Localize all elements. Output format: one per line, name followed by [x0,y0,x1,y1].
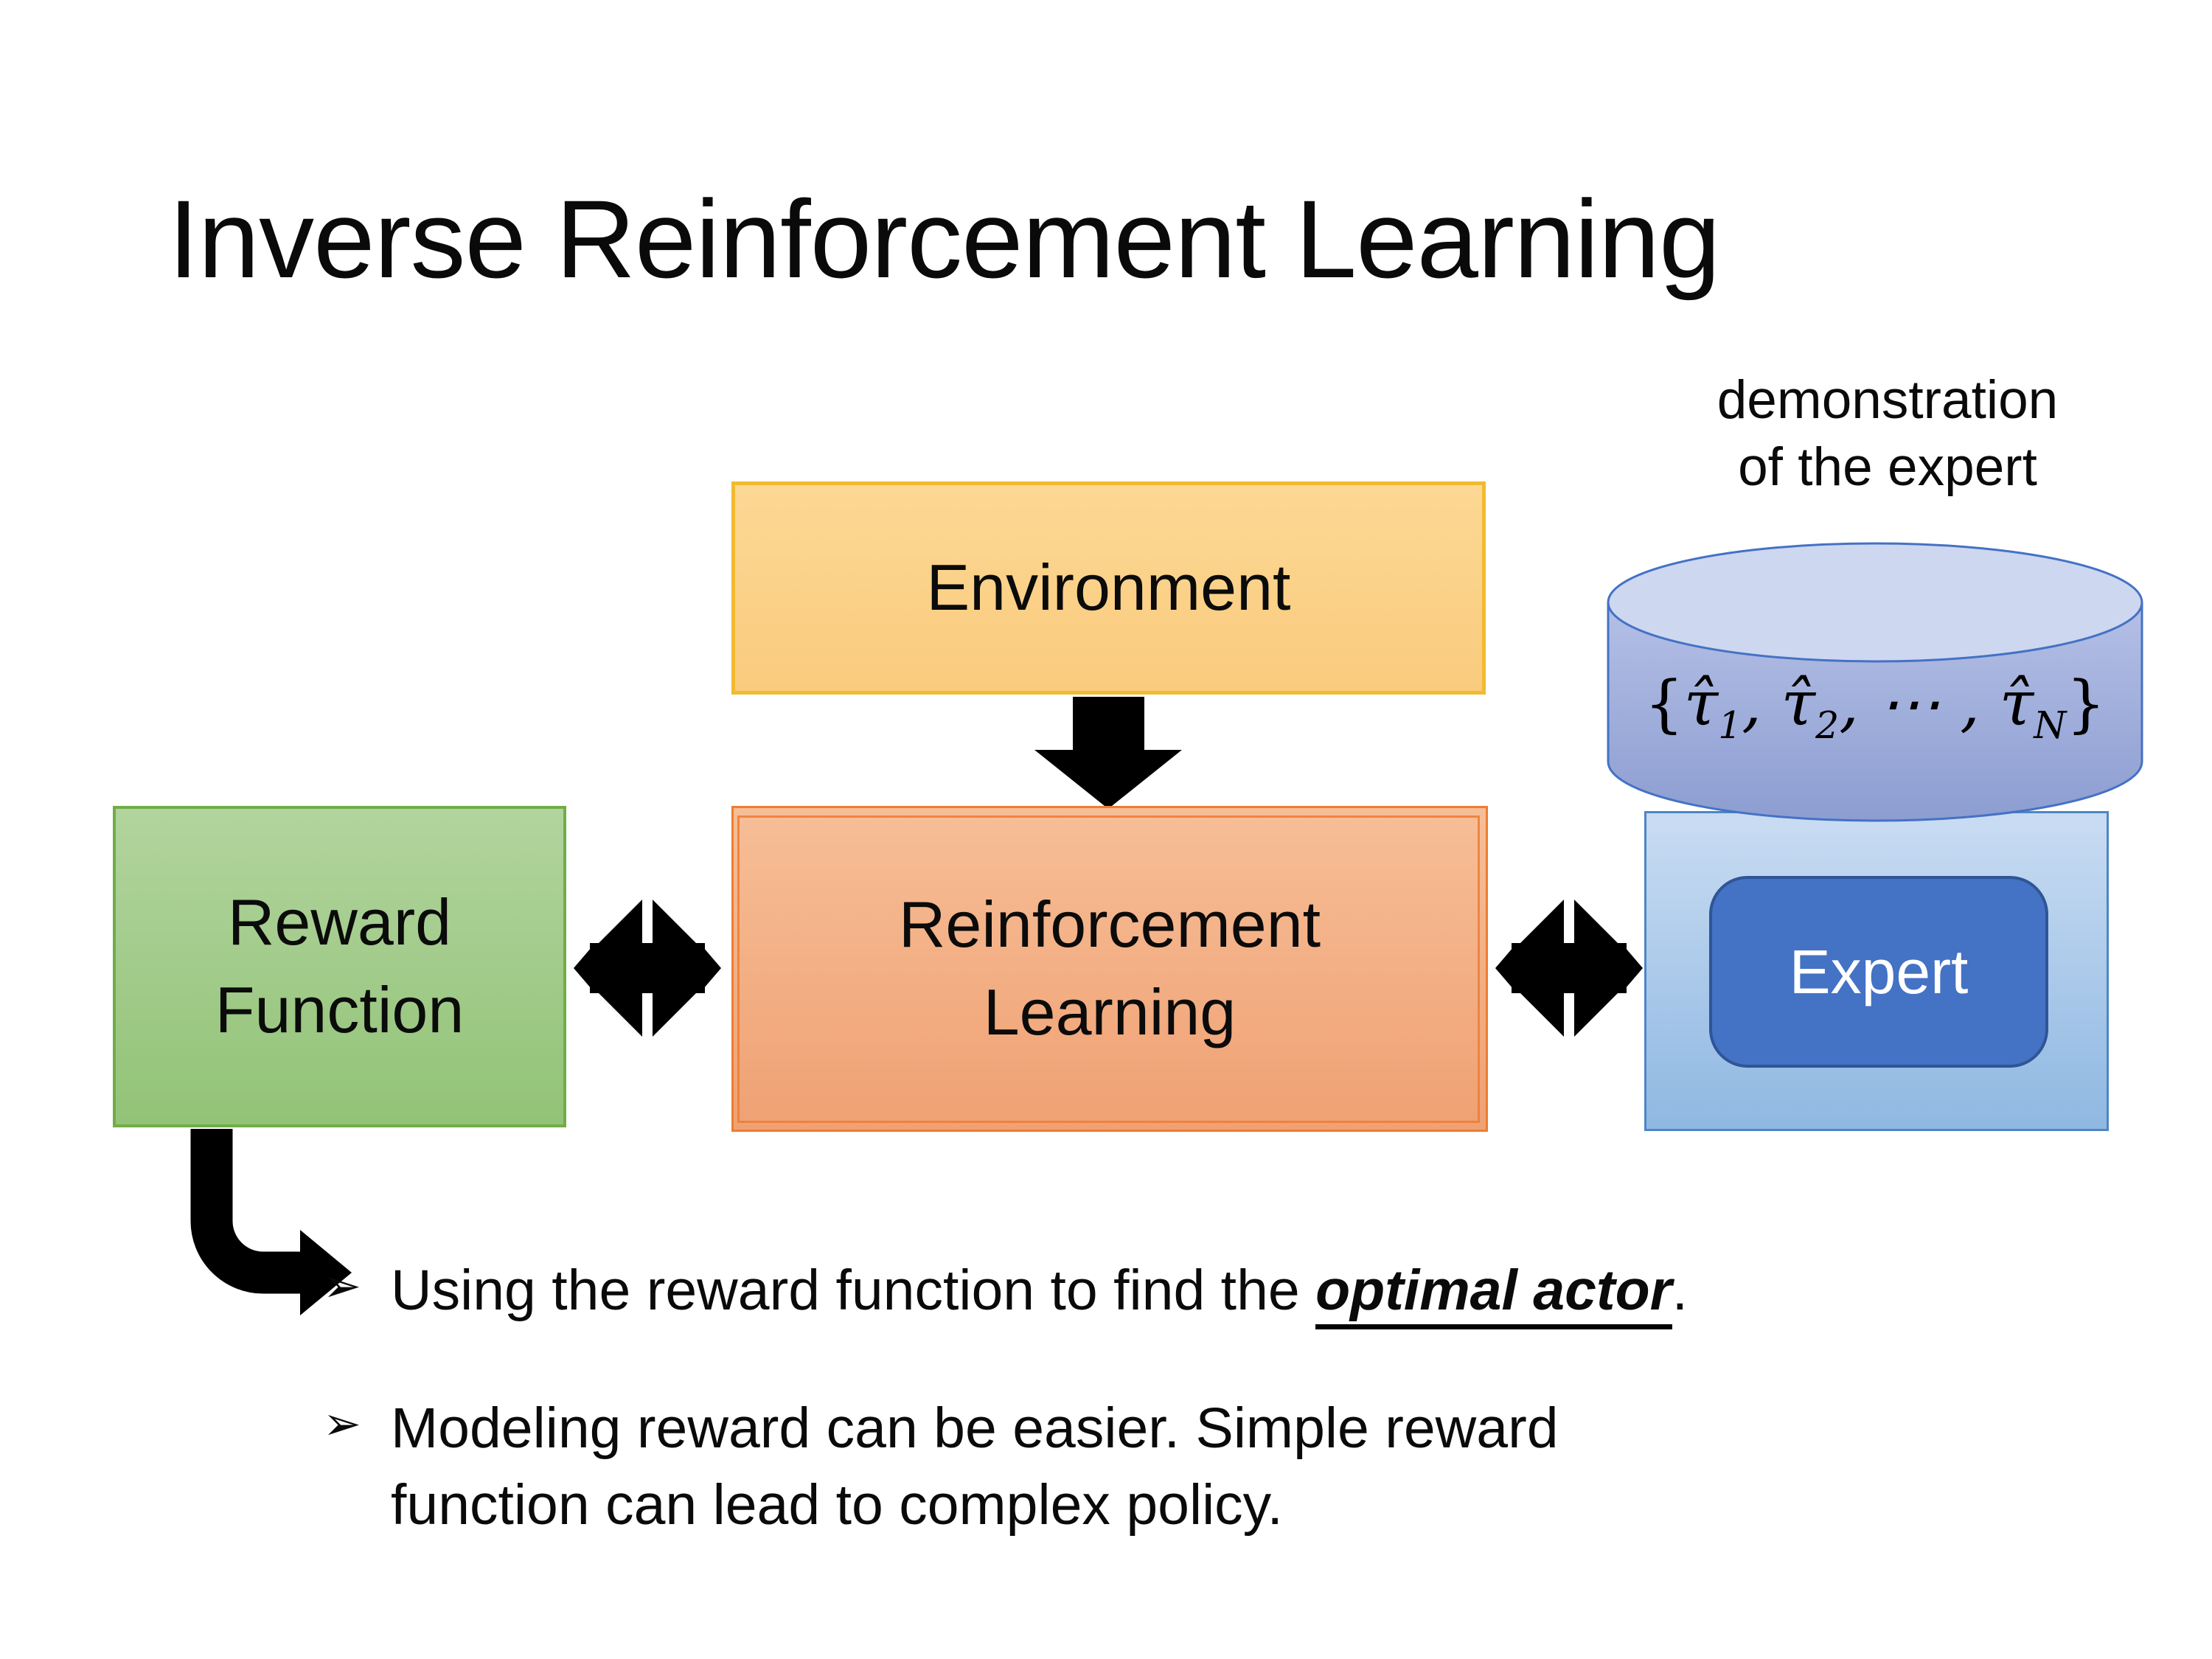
reward-rl-connector-arrow-icon [574,893,721,1043]
bullet-marker-icon: ➢ [323,1398,361,1450]
bullet-text-2: Modeling reward can be easier. Simple re… [391,1396,1559,1537]
demonstration-label-line2: of the expert [1738,437,2037,497]
trajectory-set-math: {τ̂1, τ̂2, ⋯ , τ̂N} [1606,667,2144,743]
elbow-arrow-icon [190,1129,352,1315]
math-sub2: 2 [1815,703,1840,747]
math-sub1: 1 [1718,703,1742,747]
math-tauN: τ̂ [1999,667,2034,740]
bullet-item-1: ➢ Using the reward function to find the … [323,1252,2093,1329]
reinforcement-learning-box: Reinforcement Learning [731,806,1488,1132]
bullet-item-2: ➢ Modeling reward can be easier. Simple … [323,1390,2093,1544]
math-sep1: , [1742,667,1781,740]
math-subN: N [2034,703,2067,747]
bullet-text-1: Using the reward function to find the op… [391,1252,2093,1329]
reward-function-label-line2: Function [215,973,465,1046]
bullet1-pre: Using the reward function to find the [391,1259,1316,1322]
database-cylinder-icon [1607,542,2143,822]
demonstration-label: demonstration of the expert [1578,367,2197,501]
rl-expert-connector-arrow-icon [1495,893,1643,1043]
reward-function-box: Reward Function [113,806,566,1127]
math-tau2: τ̂ [1781,667,1816,740]
reward-function-label-line1: Reward [227,886,452,959]
expert-box: Expert [1709,876,2048,1068]
math-open-brace: { [1644,667,1684,740]
math-sep2: , ⋯ , [1839,667,2000,740]
math-close-brace: } [2066,667,2106,740]
math-tau1: τ̂ [1683,667,1719,740]
reinforcement-learning-label-line2: Learning [983,975,1237,1048]
expert-label: Expert [1789,936,1969,1006]
reinforcement-learning-label-line1: Reinforcement [898,888,1321,961]
down-arrow-icon [1034,697,1182,809]
bullet1-post: . [1672,1259,1688,1322]
demonstration-label-line1: demonstration [1717,370,2059,430]
environment-box: Environment [731,481,1486,695]
bullet-marker-icon: ➢ [323,1261,361,1312]
environment-label: Environment [926,551,1291,625]
bullet1-emphasis: optimal actor [1315,1259,1672,1329]
slide-title: Inverse Reinforcement Learning [168,177,1721,301]
bullet-list: ➢ Using the reward function to find the … [323,1252,2093,1544]
